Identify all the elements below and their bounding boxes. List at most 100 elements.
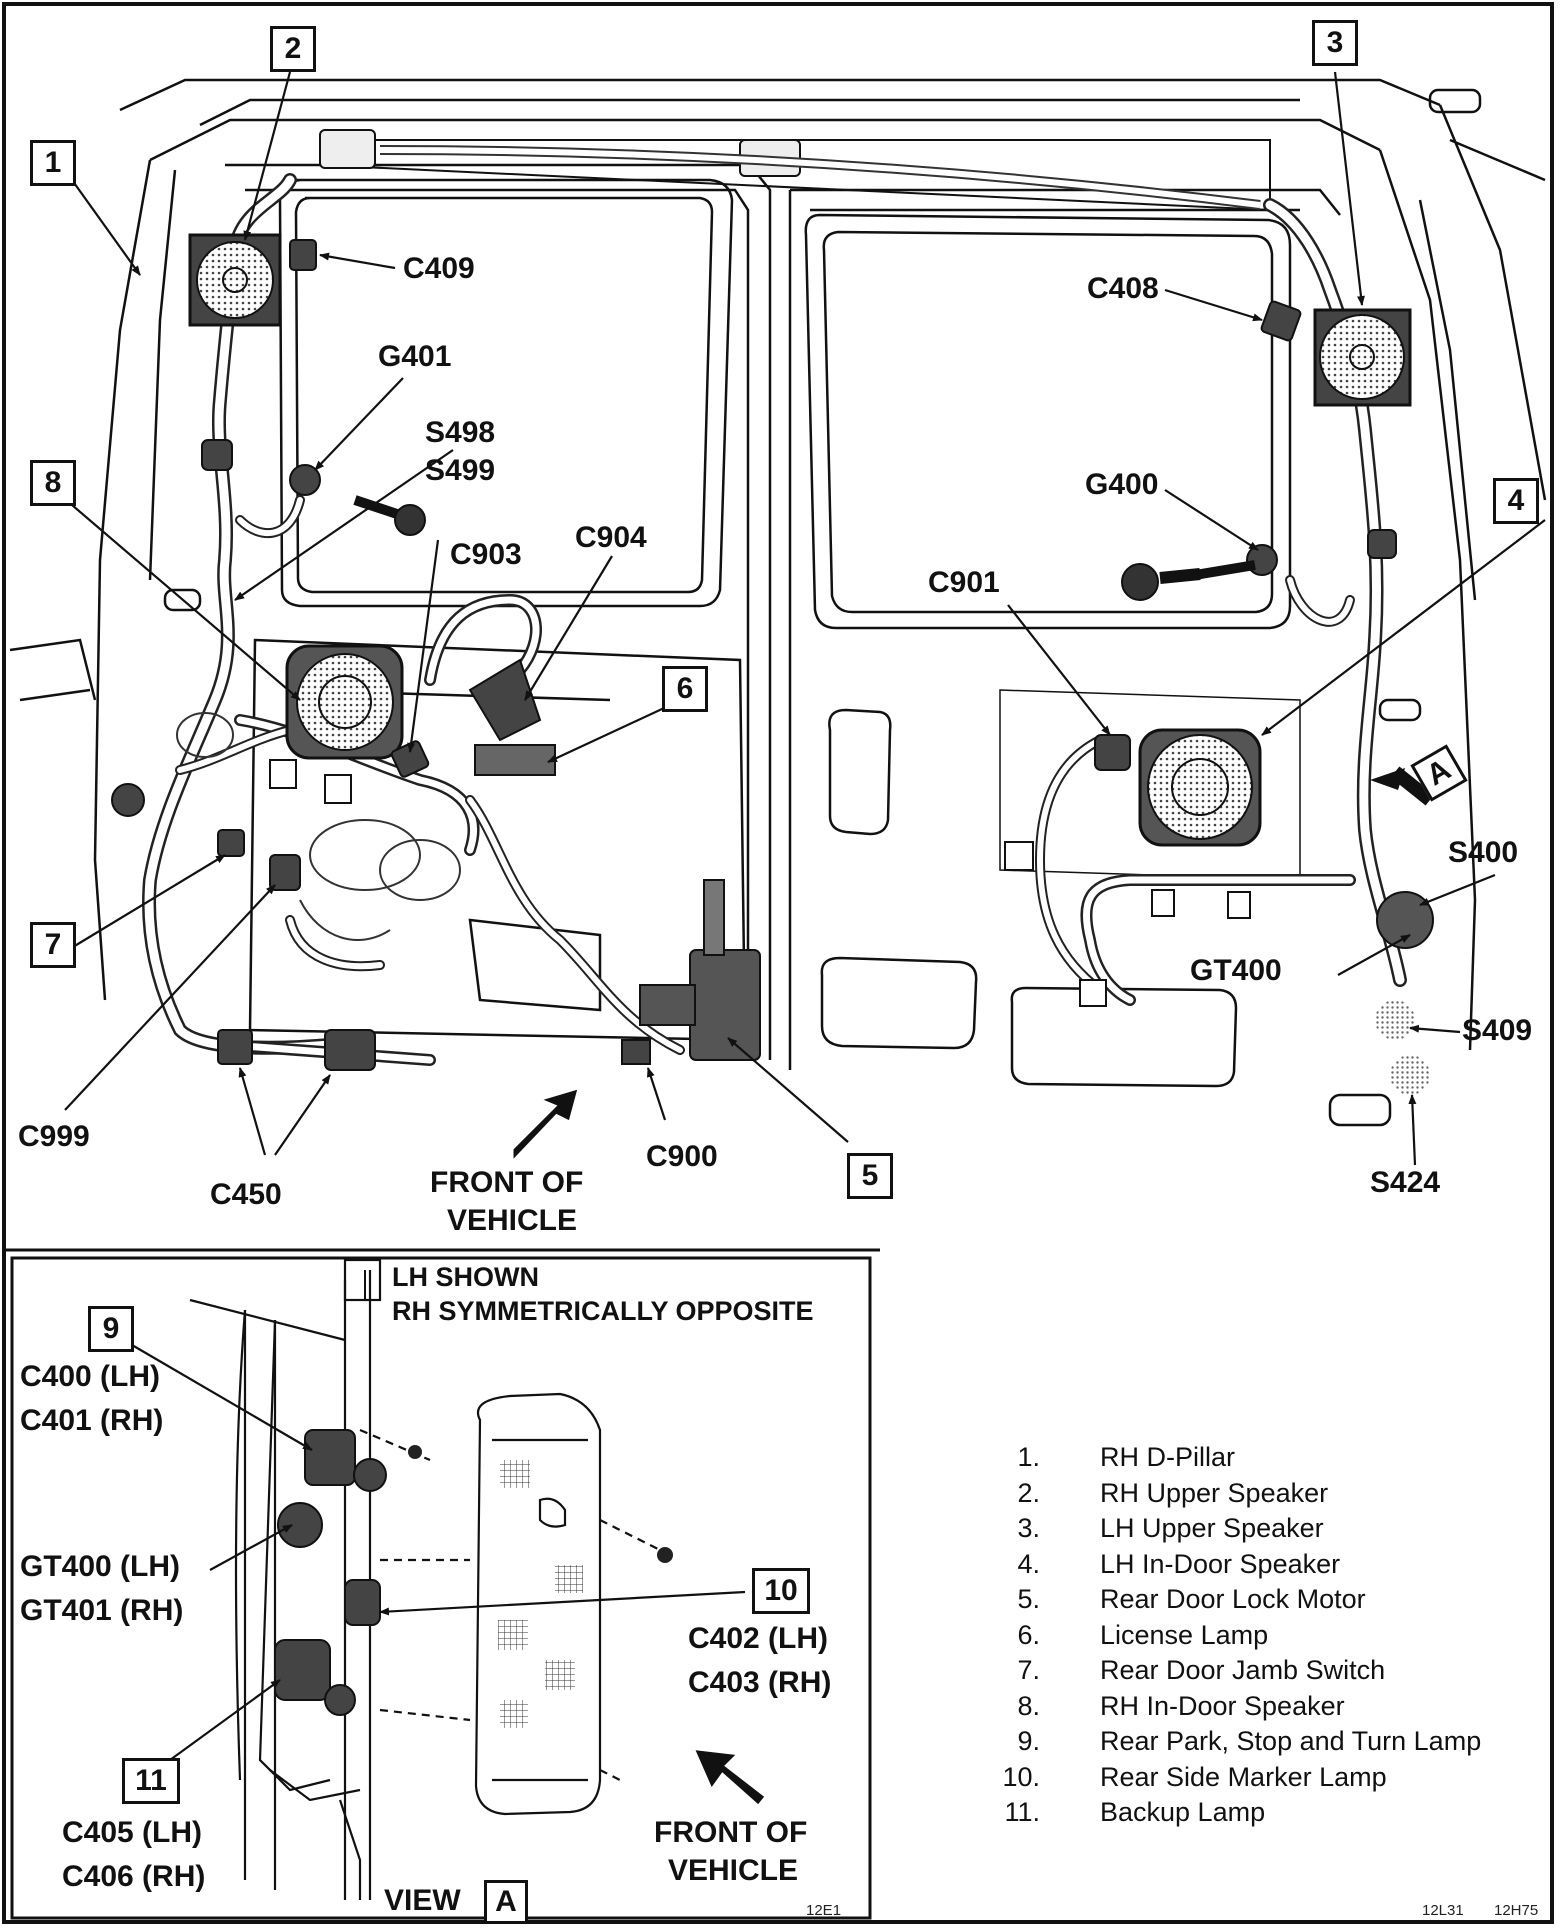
legend-item-text: Rear Door Lock Motor bbox=[1100, 1584, 1366, 1614]
label-s498: S498 bbox=[425, 416, 496, 449]
callout-box-5: 5 bbox=[847, 1153, 893, 1199]
legend-item: 2. RH Upper Speaker bbox=[958, 1476, 1481, 1512]
label-c999: C999 bbox=[18, 1120, 90, 1153]
legend-item-text: RH D-Pillar bbox=[1100, 1442, 1235, 1472]
lamp-lenses bbox=[408, 1445, 673, 1728]
label-c408: C408 bbox=[1087, 272, 1159, 305]
code-12h75: 12H75 bbox=[1494, 1902, 1539, 1919]
legend-item-text: License Lamp bbox=[1100, 1619, 1269, 1650]
legend-item-text: Rear Door Jamb Switch bbox=[1100, 1655, 1386, 1685]
legend-item: 4. LH In-Door Speaker bbox=[958, 1547, 1481, 1583]
legend-item: 3. LH Upper Speaker bbox=[958, 1511, 1481, 1547]
legend-item-number: 5. bbox=[1017, 1584, 1040, 1614]
connectors bbox=[111, 239, 1434, 1095]
ground-g401 bbox=[289, 464, 321, 496]
license-lamp bbox=[474, 744, 556, 776]
label-c405: C405 (LH) bbox=[62, 1816, 203, 1849]
connector-c405 bbox=[274, 1639, 331, 1701]
bolts bbox=[353, 495, 1256, 601]
inset-leader-lines bbox=[131, 1344, 746, 1761]
label-gt401-rh: GT401 (RH) bbox=[20, 1594, 184, 1627]
label-c406: C406 (RH) bbox=[62, 1860, 206, 1893]
legend-item: 6. License Lamp bbox=[958, 1618, 1481, 1654]
front-arrow bbox=[513, 1089, 578, 1159]
legend-item-text: Backup Lamp bbox=[1100, 1797, 1266, 1827]
callout-box-10: 10 bbox=[752, 1568, 810, 1614]
legend-item-number: 8. bbox=[1017, 1690, 1040, 1721]
legend-item-text: Rear Park, Stop and Turn Lamp bbox=[1100, 1726, 1482, 1756]
clips bbox=[269, 759, 1251, 1007]
legend-item: 8. RH In-Door Speaker bbox=[958, 1689, 1481, 1725]
leader-lines bbox=[64, 71, 1546, 1166]
label-lh-shown: LH SHOWN bbox=[392, 1262, 539, 1292]
view-box-a: A bbox=[484, 1880, 528, 1924]
label-inset-vehicle: VEHICLE bbox=[668, 1854, 799, 1887]
legend-item: 7. Rear Door Jamb Switch bbox=[958, 1653, 1481, 1689]
speaker-rh-upper bbox=[188, 233, 282, 327]
label-front-of: FRONT OF bbox=[430, 1166, 584, 1199]
callout-box-7: 7 bbox=[30, 922, 76, 968]
label-c409: C409 bbox=[403, 252, 475, 285]
label-vehicle: VEHICLE bbox=[447, 1204, 578, 1237]
code-12e1: 12E1 bbox=[806, 1902, 842, 1919]
legend-item: 10.Rear Side Marker Lamp bbox=[958, 1760, 1481, 1796]
callout-box-11: 11 bbox=[122, 1758, 180, 1804]
splice-upper-right bbox=[1367, 529, 1397, 559]
inset-frame bbox=[10, 1256, 872, 1920]
legend-item: 5. Rear Door Lock Motor bbox=[958, 1582, 1481, 1618]
label-g401: G401 bbox=[378, 340, 452, 373]
connector-c903 bbox=[390, 740, 430, 778]
label-view: VIEW bbox=[384, 1884, 461, 1917]
legend-item-number: 2. bbox=[1017, 1477, 1040, 1508]
connector-c450-a bbox=[217, 1029, 253, 1065]
legend-item-number: 4. bbox=[1017, 1548, 1040, 1579]
legend-item-number: 3. bbox=[1017, 1513, 1040, 1543]
label-c900: C900 bbox=[646, 1140, 718, 1173]
legend-item-text: LH In-Door Speaker bbox=[1100, 1548, 1341, 1579]
legend-item-text: Rear Side Marker Lamp bbox=[1100, 1761, 1387, 1792]
connector-c400 bbox=[304, 1429, 356, 1486]
label-s400: S400 bbox=[1448, 836, 1519, 869]
splice-s400 bbox=[1376, 891, 1434, 949]
connector-c450-b bbox=[324, 1029, 376, 1071]
legend-item-number: 7. bbox=[1017, 1655, 1040, 1685]
connector-c402 bbox=[344, 1579, 381, 1626]
connector-s498 bbox=[201, 439, 233, 471]
label-c904: C904 bbox=[575, 521, 647, 554]
callout-box-2: 2 bbox=[270, 26, 316, 72]
label-c403: C403 (RH) bbox=[688, 1666, 832, 1699]
callout-box-1: 1 bbox=[30, 140, 76, 186]
legend-item: 1.RH D-Pillar bbox=[958, 1440, 1481, 1476]
legend-item-number: 6. bbox=[1017, 1619, 1040, 1650]
connector-c904 bbox=[468, 658, 542, 742]
legend-item-text: LH Upper Speaker bbox=[1100, 1513, 1324, 1543]
legend-item-number: 11. bbox=[1004, 1797, 1040, 1827]
label-c450: C450 bbox=[210, 1178, 282, 1211]
connector-c408 bbox=[1260, 300, 1302, 342]
label-s409: S409 bbox=[1462, 1014, 1533, 1047]
legend-item-text: RH In-Door Speaker bbox=[1100, 1690, 1345, 1721]
label-rh-symmetrically-opposite: RH SYMMETRICALLY OPPOSITE bbox=[392, 1296, 814, 1326]
label-s499: S499 bbox=[425, 454, 496, 487]
view-a-arrow bbox=[1370, 766, 1435, 806]
ground-gt400 bbox=[277, 1502, 323, 1548]
legend-item-text: RH Upper Speaker bbox=[1100, 1477, 1329, 1508]
label-c402: C402 (LH) bbox=[688, 1622, 829, 1655]
code-12l31: 12L31 bbox=[1422, 1902, 1464, 1919]
wire-loops-left bbox=[176, 712, 461, 941]
speaker-lh-in-door bbox=[1138, 728, 1262, 847]
jamb-switch bbox=[111, 783, 145, 817]
inset-connectors bbox=[274, 1429, 387, 1716]
label-g400: G400 bbox=[1085, 468, 1159, 501]
callout-box-6: 6 bbox=[662, 666, 708, 712]
label-c901: C901 bbox=[928, 566, 1000, 599]
label-c903: C903 bbox=[450, 538, 522, 571]
label-c401: C401 (RH) bbox=[20, 1404, 164, 1437]
lock-motor bbox=[639, 879, 761, 1061]
callout-box-9: 9 bbox=[88, 1306, 134, 1352]
connector-jamb bbox=[217, 829, 245, 857]
callout-box-4: 4 bbox=[1493, 478, 1539, 524]
